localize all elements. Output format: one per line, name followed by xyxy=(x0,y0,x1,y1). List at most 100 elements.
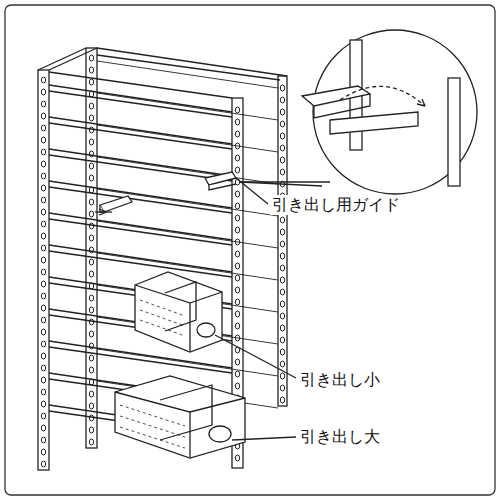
shelf-lip xyxy=(49,187,232,213)
post-hole xyxy=(41,437,45,443)
post-hole xyxy=(235,371,239,377)
post-hole xyxy=(89,103,93,109)
post-hole xyxy=(41,329,45,335)
post-hole xyxy=(41,161,45,167)
post-hole xyxy=(41,113,45,119)
post-hole xyxy=(41,293,45,299)
post-hole xyxy=(41,233,45,239)
post-hole xyxy=(41,125,45,131)
shelf-back xyxy=(97,253,278,280)
post-hole xyxy=(41,245,45,251)
post-hole xyxy=(41,389,45,395)
post-hole xyxy=(280,85,284,91)
post-hole xyxy=(89,223,93,229)
shelf-lip xyxy=(49,123,232,149)
post-hole xyxy=(41,185,45,191)
post-hole xyxy=(89,439,93,445)
shelf-lip xyxy=(49,251,232,277)
post-hole xyxy=(235,455,239,461)
shelf-front xyxy=(49,117,232,144)
post-hole xyxy=(41,77,45,83)
post-hole xyxy=(235,251,239,257)
post-hole xyxy=(89,79,93,85)
shelf-back xyxy=(97,157,278,184)
post-hole xyxy=(89,211,93,217)
post-hole xyxy=(235,287,239,293)
post-hole xyxy=(89,235,93,241)
part-label: 引き出し大 xyxy=(298,427,382,447)
post-hole xyxy=(235,131,239,137)
part-label: 引き出し小 xyxy=(298,370,382,390)
post-hole xyxy=(89,307,93,313)
post-hole xyxy=(280,241,284,247)
post-hole xyxy=(41,413,45,419)
post-hole xyxy=(235,119,239,125)
shelf-front xyxy=(49,245,232,272)
post-hole xyxy=(280,253,284,259)
post-hole xyxy=(235,359,239,365)
post-hole xyxy=(280,133,284,139)
shelf-back xyxy=(97,61,278,88)
post-hole xyxy=(41,209,45,215)
post-hole xyxy=(280,217,284,223)
leader-lines xyxy=(215,178,330,440)
shelf-lip xyxy=(49,347,232,373)
post-hole xyxy=(41,173,45,179)
post-hole xyxy=(280,361,284,367)
shelf-front xyxy=(49,181,232,208)
post-hole xyxy=(235,191,239,197)
post-hole xyxy=(89,271,93,277)
post-hole xyxy=(41,197,45,203)
post-hole xyxy=(280,313,284,319)
small-drawer xyxy=(135,272,222,352)
shelf-back xyxy=(97,221,278,248)
post-hole xyxy=(89,139,93,145)
post-hole xyxy=(41,317,45,323)
post-hole xyxy=(280,385,284,391)
post-hole xyxy=(41,149,45,155)
shelf-back xyxy=(97,189,278,216)
post-hole xyxy=(235,275,239,281)
post-hole xyxy=(41,281,45,287)
shelf-back xyxy=(97,125,278,152)
shelf-front xyxy=(49,149,232,176)
post-hole xyxy=(41,377,45,383)
post-hole xyxy=(89,319,93,325)
post-hole xyxy=(89,427,93,433)
post-hole xyxy=(235,383,239,389)
post-hole xyxy=(89,295,93,301)
post-hole xyxy=(89,127,93,133)
post-hole xyxy=(280,145,284,151)
shelf-back xyxy=(97,93,278,120)
post-hole xyxy=(41,257,45,263)
post-hole xyxy=(89,355,93,361)
post-hole xyxy=(280,289,284,295)
frame xyxy=(5,5,495,495)
post-hole xyxy=(89,199,93,205)
shelf-lip xyxy=(49,91,232,117)
posts xyxy=(38,48,287,470)
post-hole xyxy=(89,391,93,397)
post-hole xyxy=(41,221,45,227)
post-hole xyxy=(41,101,45,107)
post-hole xyxy=(280,97,284,103)
post-hole xyxy=(280,349,284,355)
shelf-front xyxy=(49,213,232,240)
post-hole xyxy=(41,341,45,347)
post-hole xyxy=(280,325,284,331)
post-holes xyxy=(41,55,284,467)
post-hole xyxy=(235,227,239,233)
post-hole xyxy=(280,397,284,403)
post-hole xyxy=(41,137,45,143)
shelf-lip xyxy=(49,155,232,181)
post-hole xyxy=(235,323,239,329)
post-hole xyxy=(280,277,284,283)
post-hole xyxy=(235,203,239,209)
detail-callout xyxy=(302,30,477,194)
shelf-back xyxy=(97,349,278,376)
post-hole xyxy=(89,403,93,409)
post-hole xyxy=(280,265,284,271)
post-hole xyxy=(89,367,93,373)
part-label: 引き出し用ガイド xyxy=(270,195,402,215)
